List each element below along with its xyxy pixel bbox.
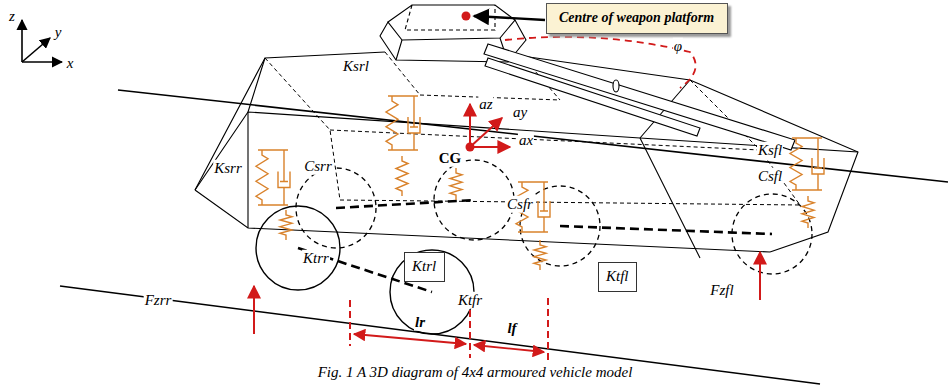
symbol-label: Ksrr bbox=[213, 160, 243, 177]
cg-label: CG bbox=[438, 150, 463, 167]
damper bbox=[408, 96, 420, 150]
spring bbox=[280, 210, 292, 240]
symbol-label: Ksrl bbox=[342, 58, 370, 75]
symbol-label: Ksfl bbox=[757, 142, 783, 159]
hidden-wheel bbox=[296, 160, 812, 274]
weapon-centre-point bbox=[462, 12, 471, 21]
axis-label: z bbox=[8, 8, 16, 25]
symbol-label: Ktrr bbox=[302, 250, 330, 267]
wheel bbox=[256, 206, 474, 334]
elevation-angle bbox=[505, 37, 696, 88]
cg-point bbox=[466, 143, 475, 152]
spring bbox=[256, 150, 268, 205]
hull-outline bbox=[195, 52, 858, 258]
symbol-label: Csfr bbox=[506, 196, 534, 213]
symbol-label: ay bbox=[512, 104, 528, 121]
callout-text: Centre of weapon platform bbox=[559, 10, 714, 26]
symbol-label: az bbox=[478, 96, 493, 113]
axle-line bbox=[298, 200, 772, 292]
dimension-arrow bbox=[354, 334, 544, 352]
symbol-label: ax bbox=[518, 132, 534, 149]
stiffness-symbol: Ktfl bbox=[606, 268, 629, 285]
stiffness-symbol: Ktrl bbox=[412, 258, 436, 275]
gun-barrel bbox=[484, 44, 795, 150]
damper bbox=[812, 138, 824, 190]
figure-caption: Fig. 1 A 3D diagram of 4x4 armoured vehi… bbox=[317, 364, 634, 381]
callout-box: Centre of weapon platform bbox=[546, 3, 728, 34]
leader-line bbox=[474, 16, 545, 20]
axes bbox=[22, 20, 62, 62]
spring bbox=[790, 138, 802, 190]
symbol-label: lf bbox=[506, 320, 517, 337]
damper bbox=[278, 150, 290, 205]
symbol-label: Ktfr bbox=[457, 292, 483, 309]
symbol-label: Csrr bbox=[303, 158, 333, 175]
spring bbox=[802, 196, 814, 228]
dimension-line bbox=[350, 298, 548, 370]
spring bbox=[534, 240, 546, 270]
symbol-label: Csfl bbox=[757, 168, 783, 185]
symbol-label: φ bbox=[673, 38, 683, 55]
spring bbox=[386, 96, 398, 150]
stiffness-box: Ktrl bbox=[404, 252, 445, 282]
damper bbox=[538, 182, 550, 232]
spring bbox=[450, 168, 462, 200]
symbol-label: lr bbox=[414, 314, 426, 331]
spring bbox=[396, 156, 408, 196]
axis-label: y bbox=[54, 24, 63, 41]
axis-label: x bbox=[66, 55, 75, 72]
symbol-label: Fzfl bbox=[709, 282, 734, 299]
stiffness-box: Ktfl bbox=[598, 262, 637, 292]
spring-damper bbox=[256, 96, 824, 270]
symbol-label: Fzrr bbox=[144, 292, 173, 309]
